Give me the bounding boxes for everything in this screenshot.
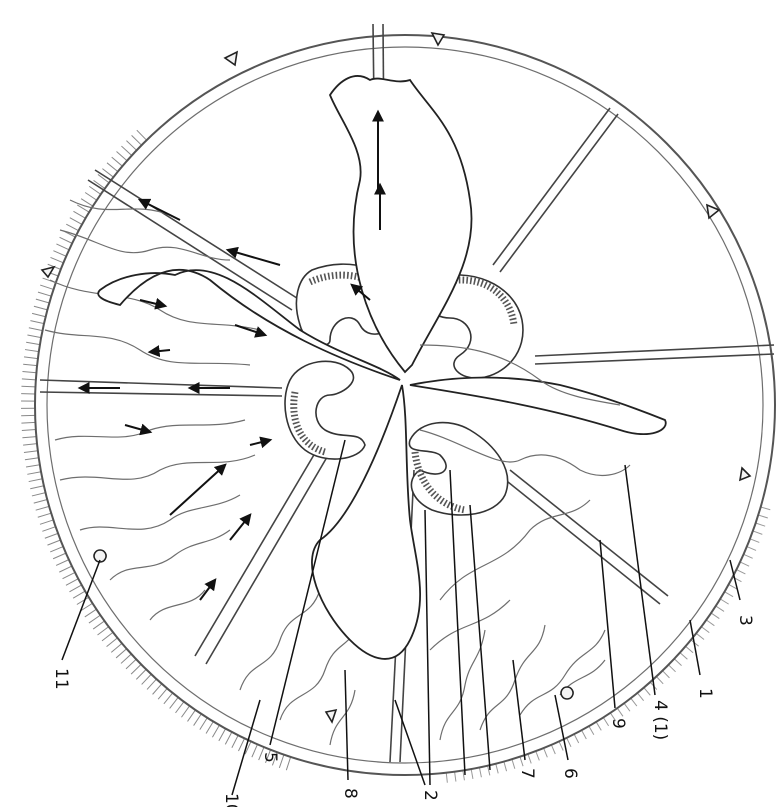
- rhopalium-4: [740, 468, 750, 480]
- rhopalium-8: [42, 267, 54, 277]
- rhopalium-6: [326, 710, 336, 722]
- gonad-bottom-right: [409, 423, 507, 515]
- rhopalium-5: [561, 687, 573, 699]
- rhopalium-2: [432, 33, 444, 45]
- label-1: 1: [695, 688, 715, 699]
- oral-arm-bottom: [312, 385, 420, 659]
- label-11: 11: [51, 668, 71, 690]
- label-3: 3: [735, 615, 755, 626]
- label-2: 2: [420, 790, 440, 801]
- oral-arm-top: [330, 76, 472, 372]
- label-6: 6: [560, 768, 580, 779]
- label-5: 5: [260, 752, 280, 763]
- label-4-1: 4 (1): [650, 700, 670, 740]
- rhopalium-1: [225, 52, 237, 65]
- label-7: 7: [517, 768, 537, 779]
- label-9: 9: [608, 718, 628, 729]
- gonad-bottom-left: [285, 361, 365, 459]
- label-8: 8: [340, 788, 360, 799]
- label-10: 10: [221, 793, 241, 807]
